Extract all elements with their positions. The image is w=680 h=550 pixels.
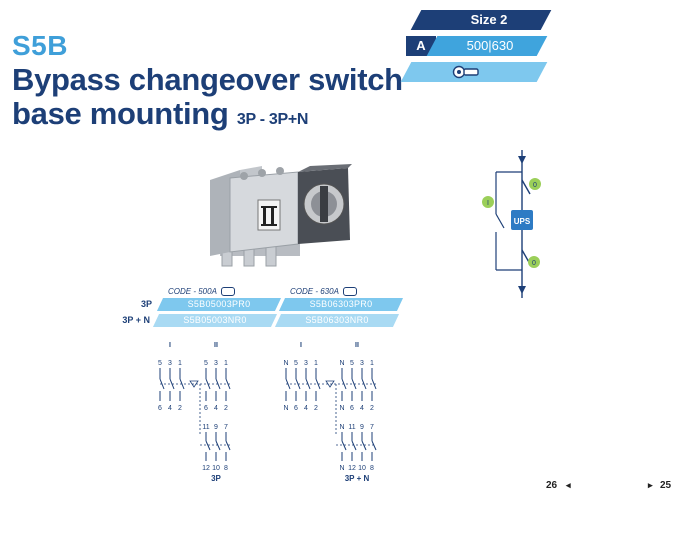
code-500-3pn: S5B05003NR0: [183, 315, 247, 325]
terminal-label-top: 9: [360, 424, 364, 431]
page-title-line1: Bypass changeover switch: [12, 62, 403, 97]
terminal-label-bottom: 4: [168, 405, 172, 412]
terminal-label-top: 11: [202, 424, 209, 431]
terminal-label-top: 1: [224, 360, 228, 367]
prev-arrow-icon[interactable]: ◂: [566, 480, 571, 490]
terminal-label-top: 9: [214, 424, 218, 431]
terminal-label-top: 7: [224, 424, 228, 431]
rating-value: 500|630: [466, 38, 514, 53]
pole-contact: [215, 440, 221, 451]
ups-bypass-diagram: UPS 0 I 0: [478, 150, 558, 300]
switch-section-label: II: [355, 342, 359, 349]
terminal-label-bottom: 4: [304, 405, 308, 412]
terminal-label-top: 1: [370, 360, 374, 367]
page-number-left: 26: [546, 480, 558, 491]
terminal-label-bottom: 10: [212, 465, 220, 472]
terminal-label-bottom: 4: [214, 405, 218, 412]
pole-contact: [371, 440, 377, 451]
marker-top: 0: [533, 182, 537, 189]
code-500-3p: S5B05003PR0: [187, 299, 251, 309]
terminal-label-bottom: N: [339, 405, 344, 412]
product-photo: [200, 160, 358, 270]
diagram-caption: 3P: [211, 474, 221, 483]
terminal-label-top: 5: [204, 360, 208, 367]
terminal-label-bottom: 10: [358, 465, 366, 472]
pole-contact: [225, 440, 231, 451]
interlock-symbol: [189, 380, 199, 388]
marker-left: I: [487, 200, 489, 207]
terminal-label-bottom: 2: [370, 405, 374, 412]
page-number-right: 25: [660, 480, 672, 491]
terminal-label-bottom: 2: [178, 405, 182, 412]
terminal-label-bottom: 2: [224, 405, 228, 412]
terminal-label-top: N: [339, 424, 344, 431]
page-title-line2-text: base mounting: [12, 96, 229, 131]
code-630-3pn: S5B06303NR0: [305, 315, 369, 325]
terminal-label-bottom: 6: [350, 405, 354, 412]
terminal-label-top: N: [283, 360, 288, 367]
marker-bottom: 0: [532, 260, 536, 267]
code-630-3p: S5B06303PR0: [309, 299, 373, 309]
code-header-500a: CODE - 500A: [168, 287, 235, 297]
code-header-630a: CODE - 630A: [290, 287, 357, 297]
terminal-label-bottom: 6: [294, 405, 298, 412]
terminal-label-bottom: N: [283, 405, 288, 412]
terminal-label-bottom: 8: [370, 465, 374, 472]
terminal-label-bottom: 12: [348, 465, 356, 472]
cable-lug-icon: [452, 65, 482, 79]
row-label-3p: 3P: [140, 299, 152, 309]
page-title-line2: base mounting 3P - 3P+N: [12, 96, 308, 132]
cable-lug-icon: [342, 287, 357, 297]
interlock-symbol: [325, 380, 335, 388]
switch-section-label: II: [214, 342, 218, 349]
pole-contact: [351, 440, 357, 451]
terminal-label-top: 3: [214, 360, 218, 367]
terminal-label-top: 3: [360, 360, 364, 367]
terminal-label-top: 11: [348, 424, 355, 431]
terminal-label-top: 3: [304, 360, 308, 367]
pole-contact: [361, 440, 367, 451]
terminal-label-bottom: 12: [202, 465, 210, 472]
pole-config-subtitle: 3P - 3P+N: [236, 111, 309, 128]
terminal-label-bottom: 8: [224, 465, 228, 472]
pole-contact: [205, 440, 211, 451]
terminal-label-top: N: [339, 360, 344, 367]
next-arrow-icon[interactable]: ▸: [648, 480, 653, 490]
terminal-label-top: 1: [178, 360, 182, 367]
terminal-label-top: 1: [314, 360, 318, 367]
switch-section-label: I: [169, 342, 171, 349]
terminal-label-bottom: 6: [204, 405, 208, 412]
terminal-label-bottom: 2: [314, 405, 318, 412]
switch-section-label: I: [300, 342, 302, 349]
ups-label: UPS: [514, 217, 531, 226]
terminal-label-bottom: N: [339, 465, 344, 472]
brand-name: S5B: [12, 30, 68, 61]
cable-lug-icon: [220, 287, 235, 297]
terminal-label-top: 3: [168, 360, 172, 367]
terminal-label-bottom: 6: [158, 405, 162, 412]
terminal-label-top: 5: [158, 360, 162, 367]
diagram-caption: 3P + N: [345, 474, 370, 483]
pole-contact: [341, 440, 347, 451]
size-label: Size 2: [470, 12, 508, 27]
row-label-3pn: 3P + N: [122, 315, 150, 325]
terminal-label-top: 7: [370, 424, 374, 431]
terminal-label-bottom: 4: [360, 405, 364, 412]
rating-label: A: [416, 38, 426, 53]
terminal-label-top: 5: [294, 360, 298, 367]
terminal-label-top: 5: [350, 360, 354, 367]
